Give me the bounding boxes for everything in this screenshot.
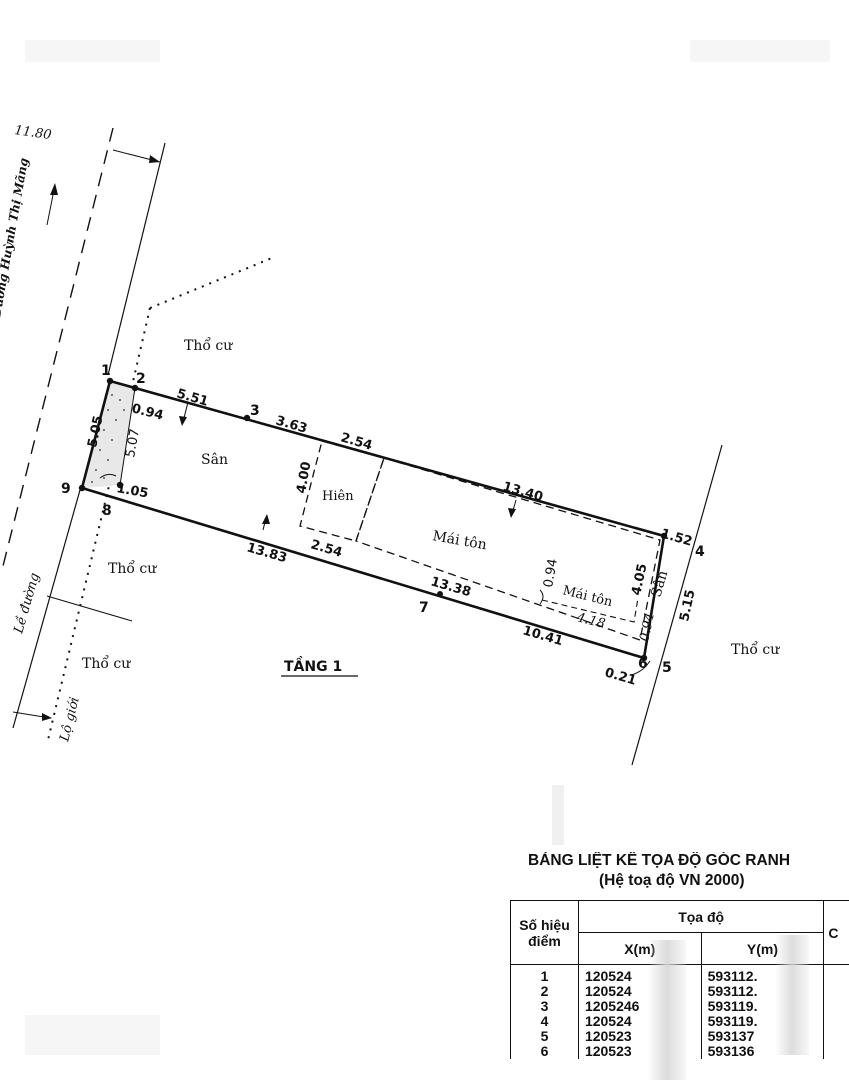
dimension-label: 5.15: [677, 588, 698, 622]
dimension-label: 4.05: [629, 562, 650, 596]
setback-line: [119, 387, 136, 486]
point-number: 7: [419, 600, 429, 616]
cell-extra: [823, 984, 849, 999]
setback-hatch: [84, 381, 135, 488]
roof-outline: [355, 457, 661, 641]
setback-dots: [91, 394, 125, 483]
cell-extra: [823, 1014, 849, 1029]
cell-id: 2: [510, 984, 579, 999]
cell-id: 1: [510, 964, 579, 984]
road-centerline: [1, 127, 114, 571]
point-number: 2: [136, 371, 146, 387]
redaction-blur: [648, 940, 686, 1080]
cell-extra: [823, 964, 849, 984]
dimension-label: 5.05: [85, 414, 106, 448]
area-label-tho-cu: Thổ cư: [731, 640, 780, 658]
dim-top: 11.80: [13, 123, 52, 143]
cell-extra: [823, 1029, 849, 1044]
dimension-label: 3.63: [274, 413, 309, 436]
arrow-head-icon: [149, 155, 160, 163]
small-roof-outline: [541, 597, 639, 623]
faded-footer-mark: [25, 1015, 160, 1055]
angle-arc: [99, 473, 117, 479]
arrow-head-icon: [50, 183, 58, 195]
dimension-label: 13.38: [429, 574, 473, 600]
dotted-boundary: [149, 257, 273, 309]
point-number: 6: [638, 656, 648, 672]
dimension-label: 0.21: [603, 665, 638, 688]
header-extra: C: [823, 900, 849, 965]
area-label-yard: Sân: [201, 452, 228, 468]
area-label-tho-cu: Thổ cư: [108, 559, 157, 577]
angle-arc: [629, 660, 651, 676]
arrow-head-icon: [508, 508, 516, 518]
dimension-label: 0.94: [541, 558, 561, 589]
redaction-blur: [775, 935, 809, 1055]
point-number: 9: [61, 481, 71, 497]
road-boundary-label: Lộ giới: [57, 696, 83, 744]
road-edge-line: [12, 489, 81, 729]
cell-id: 6: [510, 1044, 579, 1059]
arrow-head-icon: [179, 416, 187, 426]
dimension-label: 0.94: [130, 401, 165, 423]
coordinate-table-title: BẢNG LIỆT KÊ TỌA ĐỘ GÓC RANH: [528, 852, 791, 869]
dimension-label: 5.51: [175, 386, 210, 409]
area-label-tho-cu: Thổ cư: [184, 336, 233, 354]
cell-id: 4: [510, 1014, 579, 1029]
point-number: 8: [102, 503, 112, 519]
area-label-roof: Mái tôn: [561, 583, 615, 610]
faded-header-mark: [25, 40, 160, 62]
road-edge-line: [107, 142, 166, 376]
coordinate-table-subtitle: (Hệ toạ độ VN 2000): [599, 872, 745, 889]
dimension-label: 1.52: [659, 526, 694, 549]
dimension-label: 13.40: [501, 479, 545, 505]
cell-extra: [823, 1044, 849, 1059]
dimension-label: 4.18: [574, 610, 607, 632]
porch-outline: [299, 440, 385, 542]
road-edge-label: Lề đường: [10, 571, 43, 636]
area-label-tho-cu: Thổ cư: [82, 654, 131, 672]
area-label-roof: Mái tôn: [431, 528, 488, 553]
point-number: 4: [695, 544, 705, 560]
cell-id: 3: [510, 999, 579, 1014]
cell-id: 5: [510, 1029, 579, 1044]
floor-label: TẦNG 1: [284, 656, 342, 675]
header-coords: Tọa độ: [577, 900, 825, 933]
area-label-yard: Sân: [648, 569, 671, 599]
angle-arc: [539, 589, 544, 605]
street-name-label: Đường Huỳnh Thị Mãng: [0, 157, 31, 320]
dotted-boundary: [47, 307, 151, 741]
dimension-label: 4.00: [294, 460, 314, 494]
point-number: 3: [250, 403, 260, 419]
cell-extra: [823, 999, 849, 1014]
faded-header-mark: [690, 40, 830, 62]
header-point-id: Số hiệu điểm: [510, 900, 579, 965]
arrow-head-icon: [262, 514, 270, 524]
area-label-porch: Hiên: [322, 489, 354, 504]
neighbor-boundary: [46, 595, 133, 622]
dimension-label: 1.05: [115, 481, 149, 501]
point-number: 5: [662, 660, 672, 676]
point-number: 1: [101, 363, 111, 379]
dimension-label: 5.07: [123, 428, 143, 459]
faded-mark: [552, 785, 564, 845]
vertex-dots: [78, 377, 668, 662]
dimension-label: 0.94: [637, 611, 658, 642]
neighbor-boundary: [631, 444, 723, 766]
arrow-head-icon: [42, 713, 52, 721]
